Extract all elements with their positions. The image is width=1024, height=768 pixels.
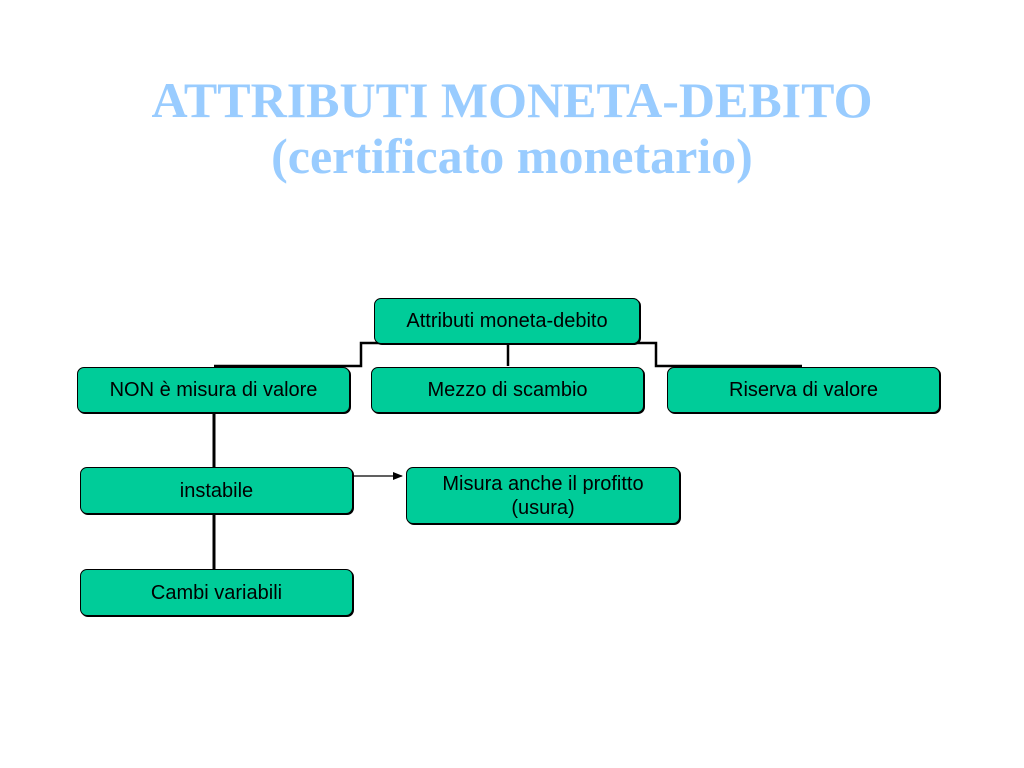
box-non-misura-di-valore: NON è misura di valore	[77, 367, 350, 413]
box-non-misura-label: NON è misura di valore	[109, 379, 318, 401]
box-profitto-label: Misura anche il profitto (usura)	[442, 472, 644, 519]
box-root: Attributi moneta-debito	[374, 298, 640, 344]
slide-title: ATTRIBUTI MONETA-DEBITO (certificato mon…	[0, 72, 1024, 184]
box-riserva-di-valore: Riserva di valore	[667, 367, 940, 413]
box-misura-profitto: Misura anche il profitto (usura)	[406, 467, 680, 524]
title-line-2: (certificato monetario)	[271, 128, 753, 184]
box-cambi-label: Cambi variabili	[150, 581, 283, 604]
box-root-label: Attributi moneta-debito	[406, 310, 608, 332]
box-cambi-variabili: Cambi variabili	[80, 569, 353, 616]
box-mezzo-di-scambio: Mezzo di scambio	[371, 367, 644, 413]
box-riserva-label: Riserva di valore	[729, 379, 878, 401]
box-instabile-label: instabile	[179, 479, 254, 502]
box-mezzo-label: Mezzo di scambio	[427, 379, 588, 401]
title-line-1: ATTRIBUTI MONETA-DEBITO	[151, 72, 873, 128]
box-instabile: instabile	[80, 467, 353, 514]
